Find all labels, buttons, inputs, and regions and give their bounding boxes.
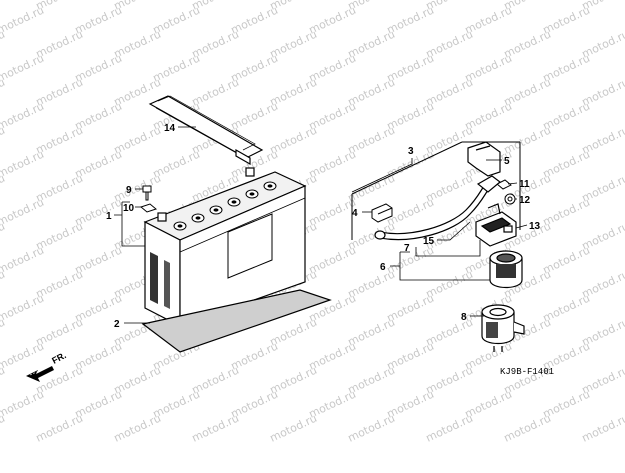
watermark-text: motod.ru	[0, 244, 46, 277]
label-15: 15	[423, 236, 435, 247]
watermark-text: motod.ru	[580, 412, 625, 445]
label-1: 1	[106, 211, 112, 222]
watermark-text: motod.ru	[0, 196, 46, 229]
watermark-text: motod.ru	[0, 100, 46, 133]
watermark-text: motod.ru	[0, 148, 46, 181]
watermark-text: motod.ru	[0, 292, 46, 325]
watermark-text: motod.ru	[0, 0, 7, 13]
battery-cell-caps	[173, 181, 277, 231]
battery-mat	[141, 289, 332, 353]
label-2: 2	[114, 319, 120, 330]
label-12: 12	[519, 195, 531, 206]
watermark-text: motod.ru	[0, 4, 46, 37]
battery-cable	[374, 175, 501, 241]
cell-cap-center	[231, 200, 237, 204]
relay-body	[489, 250, 523, 289]
direction-label: FR.	[50, 350, 67, 366]
watermark-text: motod.ru	[0, 340, 46, 373]
label-5: 5	[504, 156, 510, 167]
terminal-nut	[139, 203, 158, 213]
watermark-text: motod.ru	[34, 412, 85, 445]
small-nut	[504, 193, 516, 205]
watermark-text: motod.ru	[268, 412, 319, 445]
watermark-text: motod.ru	[0, 388, 46, 421]
label-10: 10	[123, 203, 135, 214]
cell-cap-center	[213, 208, 219, 212]
watermark-text: motod.ru	[190, 412, 241, 445]
cell-cap-center	[177, 224, 183, 228]
fuse	[371, 203, 393, 223]
watermark-text: motod.ru	[502, 412, 553, 445]
label-8: 8	[461, 312, 467, 323]
battery	[143, 167, 307, 327]
watermark-text: motod.ru	[112, 412, 163, 445]
cell-cap-center	[249, 192, 255, 196]
part-number-labels: 14 1 9 10 2 3 5 11 12 13 4 15 7 6 8	[106, 123, 541, 330]
label-13: 13	[529, 221, 541, 232]
relay-cover	[481, 304, 525, 352]
label-14: 14	[164, 123, 176, 134]
diagram-code: KJ9B-F1401	[500, 367, 554, 377]
cell-cap-center	[195, 216, 201, 220]
starter-relay	[475, 203, 517, 247]
label-11: 11	[519, 179, 530, 190]
terminal-bolt	[142, 185, 152, 201]
terminal-cover	[467, 141, 501, 177]
watermark-text: motod.ru	[0, 52, 46, 85]
label-6: 6	[380, 262, 386, 273]
label-9: 9	[126, 185, 132, 196]
label-3: 3	[408, 146, 414, 157]
cell-cap-center	[267, 184, 273, 188]
watermark-text: motod.ru	[424, 412, 475, 445]
battery-strap	[148, 95, 264, 166]
label-7: 7	[404, 243, 410, 254]
assembly-bracket-outline	[351, 141, 521, 240]
watermark-text: motod.ru	[346, 412, 397, 445]
label-4: 4	[352, 208, 358, 219]
leader-lines	[114, 126, 528, 324]
